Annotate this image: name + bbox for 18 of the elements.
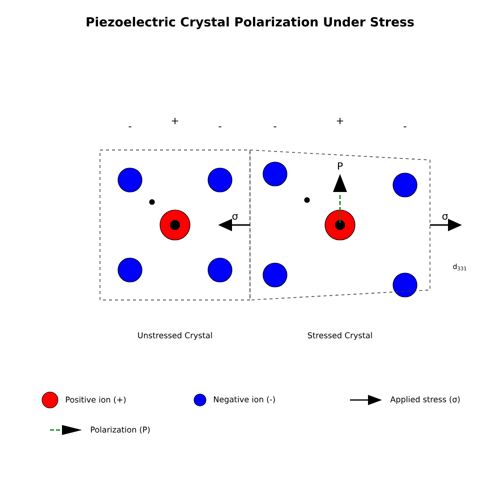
node-label: Unstressed Crystal — [138, 332, 212, 340]
node-label: Stressed Crystal — [308, 332, 372, 340]
title: Piezoelectric Crystal Polarization Under Stress — [86, 16, 414, 30]
charge-sign: - — [274, 126, 276, 128]
legend-text: Polarization (P) — [90, 426, 150, 434]
legend-text: Positive ion (+) — [66, 396, 126, 404]
legend-text: Applied stress (σ) — [390, 396, 460, 404]
charge-sign: - — [128, 126, 132, 128]
charge-sign: - — [404, 126, 406, 128]
crystal-box — [250, 150, 430, 300]
charge-sign: - — [218, 126, 222, 128]
crystal-box — [100, 150, 250, 300]
charge-sign: + — [172, 118, 178, 124]
charge-sign: + — [336, 118, 344, 124]
stress-label: σ — [232, 214, 238, 220]
stress-label: σ — [442, 214, 448, 220]
legend-text: Negative ion (-) — [214, 396, 275, 404]
polarization-label: P — [338, 162, 343, 170]
